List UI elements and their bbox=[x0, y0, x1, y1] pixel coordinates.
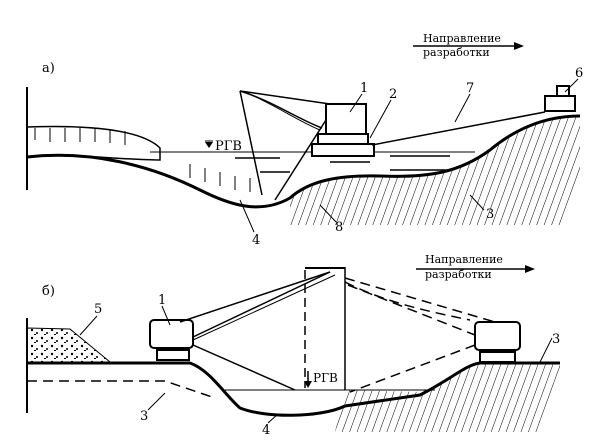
direction-text-line1: Направление bbox=[423, 32, 501, 45]
dragline-1-left bbox=[149, 271, 336, 391]
bedrock-hatch bbox=[290, 116, 580, 225]
callout-2: 2 bbox=[389, 87, 397, 102]
callout-3: 3 bbox=[552, 332, 560, 347]
formation-boundary-3 bbox=[27, 380, 216, 399]
panel-a: а) Направление разработки РГВ bbox=[26, 32, 583, 248]
callout-3: 3 bbox=[140, 409, 148, 424]
bedrock-hatch bbox=[335, 363, 560, 432]
pontoon bbox=[311, 143, 375, 157]
callout-3: 3 bbox=[486, 207, 494, 222]
dragline-right-dashed bbox=[344, 277, 521, 393]
pit-profile bbox=[27, 361, 346, 417]
spoil-heap-5 bbox=[26, 327, 112, 363]
callout-leaders-b bbox=[79, 305, 553, 424]
panel-b-label: б) bbox=[42, 284, 55, 299]
dragline-1 bbox=[239, 90, 375, 201]
direction-text-line1: Направление bbox=[425, 253, 503, 266]
callout-6: 6 bbox=[575, 66, 583, 81]
callout-7: 7 bbox=[466, 81, 474, 96]
panel-b: б) Направление разработки bbox=[26, 253, 560, 438]
overburden-marks bbox=[34, 128, 251, 192]
callout-1: 1 bbox=[158, 293, 166, 308]
callout-8: 8 bbox=[335, 220, 343, 235]
panel-a-label: а) bbox=[42, 61, 55, 76]
callout-leaders-a bbox=[239, 78, 579, 233]
callout-4: 4 bbox=[262, 423, 270, 438]
direction-arrow-a: Направление разработки bbox=[413, 32, 524, 59]
direction-arrow-b: Направление разработки bbox=[416, 253, 535, 281]
water-dashes bbox=[235, 155, 450, 173]
callout-5: 5 bbox=[94, 302, 102, 317]
callout-1: 1 bbox=[360, 81, 368, 96]
direction-text-line2: разработки bbox=[425, 268, 492, 281]
water-level-label: РГВ bbox=[313, 371, 338, 385]
direction-text-line2: разработки bbox=[423, 46, 490, 59]
pipeline-7 bbox=[371, 111, 546, 146]
water-level-label: РГВ bbox=[215, 139, 242, 154]
callouts-b: 1 3 3 4 5 bbox=[94, 293, 560, 438]
unit-6 bbox=[544, 85, 576, 112]
water-level-marker-b: РГВ bbox=[304, 371, 338, 388]
water-level-marker-a: РГВ bbox=[205, 139, 242, 154]
callouts-a: 1 2 3 4 6 7 8 bbox=[252, 66, 583, 248]
callout-4: 4 bbox=[252, 233, 260, 248]
